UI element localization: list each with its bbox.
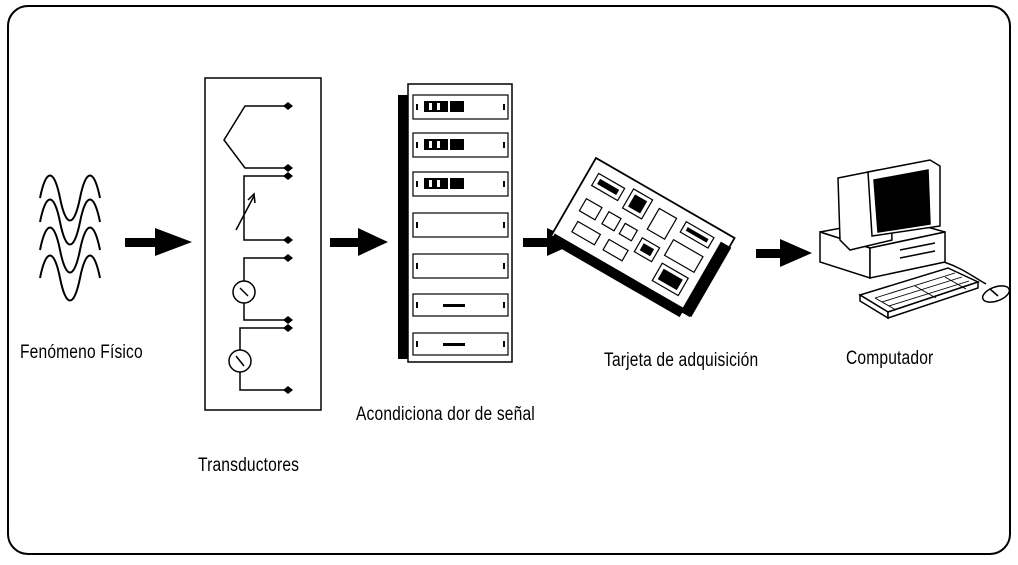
label-computador: Computador	[846, 348, 934, 369]
diagram-frame	[7, 5, 1011, 555]
arrow-right-icon	[330, 228, 388, 256]
acquisition-card-icon	[549, 156, 736, 318]
transducer-panel-icon	[204, 77, 322, 411]
label-tarjeta: Tarjeta de adquisición	[604, 350, 759, 371]
sine-waves-icon	[39, 174, 101, 302]
computer-icon	[819, 159, 1011, 320]
label-fenomeno-fisico: Fenómeno Físico	[20, 342, 143, 363]
signal-conditioner-rack-icon	[398, 83, 513, 363]
arrow-right-icon	[125, 228, 192, 256]
label-acondicionador: Acondiciona dor de señal	[356, 404, 535, 425]
arrow-right-icon	[756, 239, 812, 267]
label-transductores: Transductores	[198, 455, 300, 476]
